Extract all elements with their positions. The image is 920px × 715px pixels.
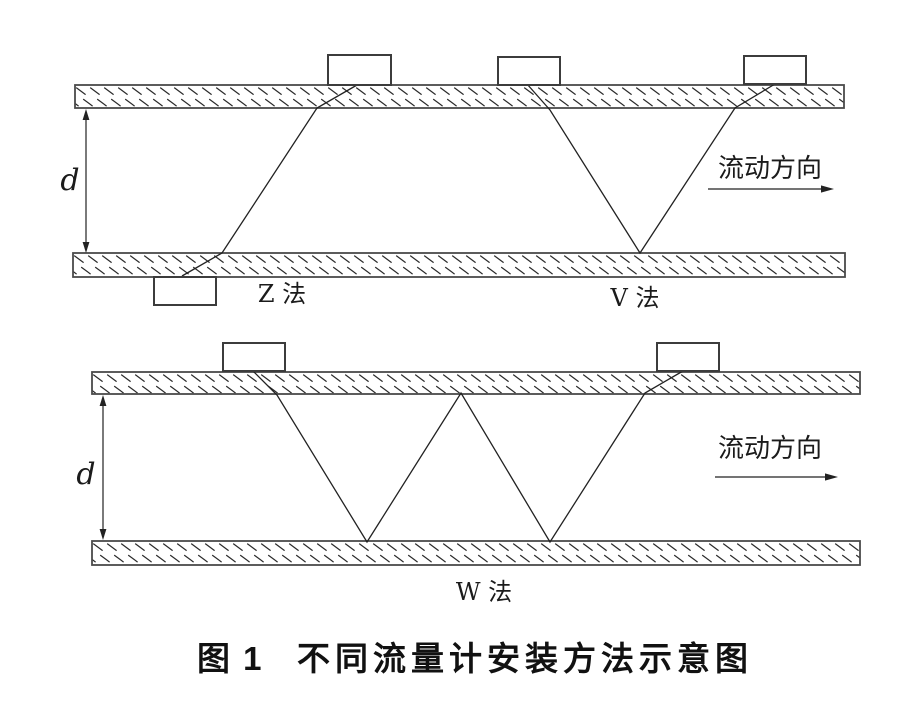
dimension-arrowhead-down-icon [82,242,90,253]
bottom-panel-lower-pipe-wall [91,540,861,566]
top-panel-flow-direction: 流动方向 [708,154,834,193]
v-method-label: V 法 [610,284,660,312]
v-method-right-transducer [743,55,807,85]
v-method-beam-path [526,83,776,255]
top-panel-upper-pipe-wall [74,84,845,109]
top-panel-diameter-dimension: d [60,109,90,253]
bottom-panel-flow-direction-label: 流动方向 [718,434,822,464]
w-method-right-transducer [656,342,720,372]
bottom-panel-diameter-dimension: d [76,395,107,540]
dimension-arrowhead-up-icon [99,395,107,406]
figure-caption: 图 1 不同流量计安装方法示意图 [197,640,753,677]
top-panel-diameter-label: d [60,163,79,198]
z-method-beam-path [181,84,358,277]
top-panel: d 流动方向 Z 法 V 法 [60,54,846,312]
w-method-beam-path [252,370,684,544]
flow-arrowhead-icon [821,185,834,193]
z-method-label: Z 法 [258,280,306,308]
bottom-panel-flow-direction: 流动方向 [715,434,838,481]
figure-caption-title: 不同流量计安装方法示意图 [297,640,753,677]
top-panel-lower-pipe-wall [72,252,846,278]
bottom-panel-diameter-label: d [76,457,95,492]
w-method-label: W 法 [456,578,512,606]
z-method-lower-transducer [153,276,217,306]
bottom-panel: d 流动方向 W 法 [76,342,861,606]
figure-caption-number: 图 1 [197,640,264,677]
dimension-arrowhead-down-icon [99,529,107,540]
v-method-left-transducer [497,56,561,86]
flow-arrowhead-icon [825,473,838,481]
w-method-left-transducer [222,342,286,372]
top-panel-flow-direction-label: 流动方向 [718,154,822,184]
z-method-upper-transducer [327,54,392,86]
dimension-arrowhead-up-icon [82,109,90,120]
bottom-panel-upper-pipe-wall [91,371,861,395]
